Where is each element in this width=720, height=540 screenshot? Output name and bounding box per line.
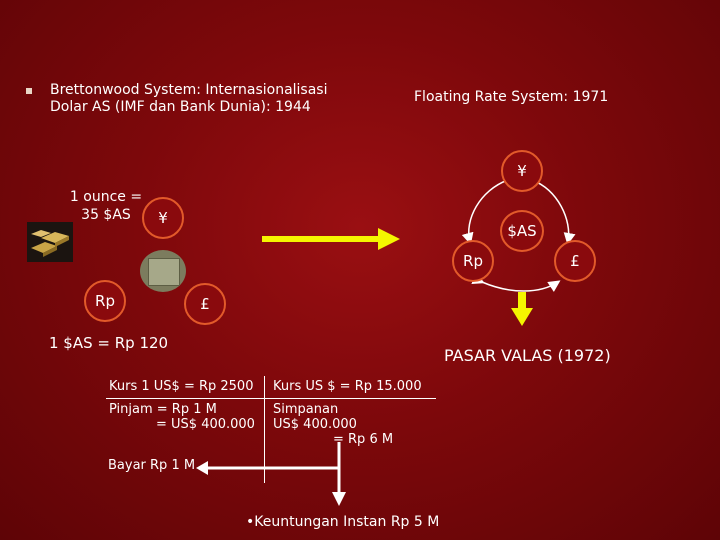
usd-symbol-floating: $AS	[507, 222, 537, 240]
floating-rate-title: Floating Rate System: 1971	[414, 89, 609, 105]
table-cell-kurs-old: Kurs 1 US$ = Rp 2500	[106, 376, 265, 399]
pinjam-line1: Pinjam = Rp 1 M	[109, 402, 217, 417]
simpanan-line1: Simpanan	[273, 402, 339, 417]
pound-node-bretton: £	[184, 283, 226, 325]
floating-cycle-arrows	[461, 171, 576, 292]
square-bullet-icon	[26, 88, 32, 94]
table-row: Kurs 1 US$ = Rp 2500 Kurs US $ = Rp 15.0…	[106, 376, 436, 399]
rupiah-symbol: Rp	[95, 292, 115, 310]
pasar-valas-label: PASAR VALAS (1972)	[444, 346, 611, 365]
usd-node-floating: $AS	[500, 210, 544, 252]
yen-node-floating: ¥	[501, 150, 543, 192]
transition-arrow-icon	[262, 228, 400, 250]
pound-node-floating: £	[554, 240, 596, 282]
pound-symbol-floating: £	[570, 252, 580, 270]
bayar-label: Bayar Rp 1 M	[108, 458, 196, 473]
rupiah-dollar-rate: 1 $AS = Rp 120	[49, 334, 169, 352]
bretton-woods-title-line1: Brettonwood System: Internasionalisasi	[50, 82, 328, 98]
table-cell-kurs-new: Kurs US $ = Rp 15.000	[264, 376, 436, 399]
simpanan-line2: US$ 400.000	[273, 417, 357, 432]
gold-bars-image	[27, 222, 73, 262]
gold-bars-icon	[31, 230, 69, 257]
keuntungan-label: •Keuntungan Instan Rp 5 M	[246, 514, 440, 530]
dollar-bills-icon	[148, 258, 180, 286]
pound-symbol: £	[200, 295, 210, 313]
yen-symbol: ¥	[158, 209, 168, 227]
down-arrow-icon	[511, 292, 533, 326]
yen-node-bretton: ¥	[142, 197, 184, 239]
profit-flow-arrows	[196, 442, 346, 506]
dollar-bills-image	[140, 250, 186, 292]
rupiah-node-floating: Rp	[452, 240, 494, 282]
rupiah-symbol-floating: Rp	[463, 252, 483, 270]
gold-standard-line2: 35 $AS	[81, 207, 131, 223]
bretton-woods-title: Brettonwood System: Internasionalisasi D…	[50, 82, 327, 116]
gold-standard-label: 1 ounce = 35 $AS	[62, 188, 150, 224]
pinjam-line2: = US$ 400.000	[156, 417, 255, 432]
bretton-woods-title-line2: Dolar AS (IMF dan Bank Dunia): 1944	[50, 99, 311, 115]
simpanan-line3: = Rp 6 M	[333, 432, 394, 447]
gold-standard-line1: 1 ounce =	[69, 189, 143, 205]
rupiah-node-bretton: Rp	[84, 280, 126, 322]
table-cell-pinjam: Pinjam = Rp 1 M = US$ 400.000	[106, 399, 265, 484]
yen-symbol-floating: ¥	[517, 162, 527, 180]
